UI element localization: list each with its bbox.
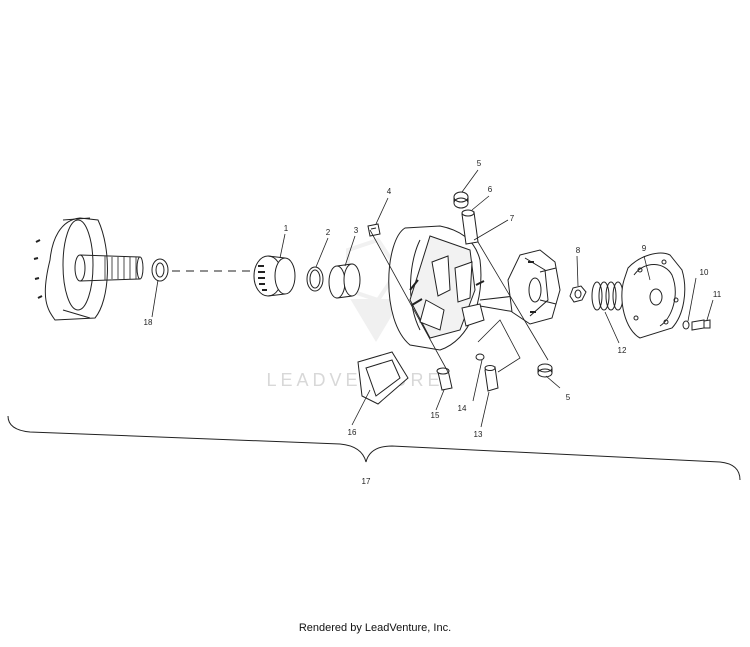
- callout-8: 8: [576, 246, 581, 255]
- callout-6: 6: [488, 185, 493, 194]
- callout-5-top: 5: [477, 159, 482, 168]
- bushing-3: [328, 263, 361, 299]
- weight-13: [484, 365, 499, 392]
- callout-9: 9: [642, 244, 647, 253]
- callout-10: 10: [700, 268, 709, 277]
- callout-7: 7: [510, 214, 515, 223]
- washer-10: [682, 320, 690, 330]
- bracket-17: [7, 415, 741, 481]
- callout-4: 4: [387, 187, 392, 196]
- callout-18: 18: [144, 318, 153, 327]
- nut-8: [569, 285, 587, 303]
- callout-5-bottom: 5: [566, 393, 571, 402]
- washer-18: [151, 258, 169, 282]
- callout-1: 1: [284, 224, 289, 233]
- leader-lines: [151, 169, 714, 428]
- callout-12: 12: [618, 346, 627, 355]
- shoe-16: [357, 351, 409, 405]
- fixed-sheave-shaft: [33, 217, 144, 321]
- cap-5-top: [453, 191, 469, 209]
- exploded-zone: [477, 319, 521, 373]
- callout-16: 16: [348, 428, 357, 437]
- callout-15: 15: [431, 411, 440, 420]
- cap-5-bottom: [537, 363, 553, 378]
- callout-14: 14: [458, 404, 467, 413]
- roller-6: [461, 209, 479, 245]
- bearing-1: [253, 255, 296, 297]
- spider: [507, 249, 561, 325]
- callout-2: 2: [326, 228, 331, 237]
- bolt-11: [691, 319, 711, 331]
- callout-3: 3: [354, 226, 359, 235]
- pin-15: [436, 367, 453, 391]
- callout-labels: 1 2 3 4 5 6 7 8 9 10 11 12 13 14 15 16 1…: [144, 159, 722, 486]
- movable-sheave: [388, 225, 516, 351]
- callout-11: 11: [713, 290, 722, 299]
- footer-credit: Rendered by LeadVenture, Inc.: [298, 622, 452, 634]
- washer-14: [475, 353, 485, 361]
- callout-17: 17: [362, 477, 371, 486]
- pin-4: [367, 223, 381, 237]
- callout-13: 13: [474, 430, 483, 439]
- watermark-text: LEADVENTURE: [266, 370, 443, 390]
- spring-12: [591, 281, 624, 311]
- cover-9: [621, 252, 686, 339]
- oring-2: [306, 266, 324, 292]
